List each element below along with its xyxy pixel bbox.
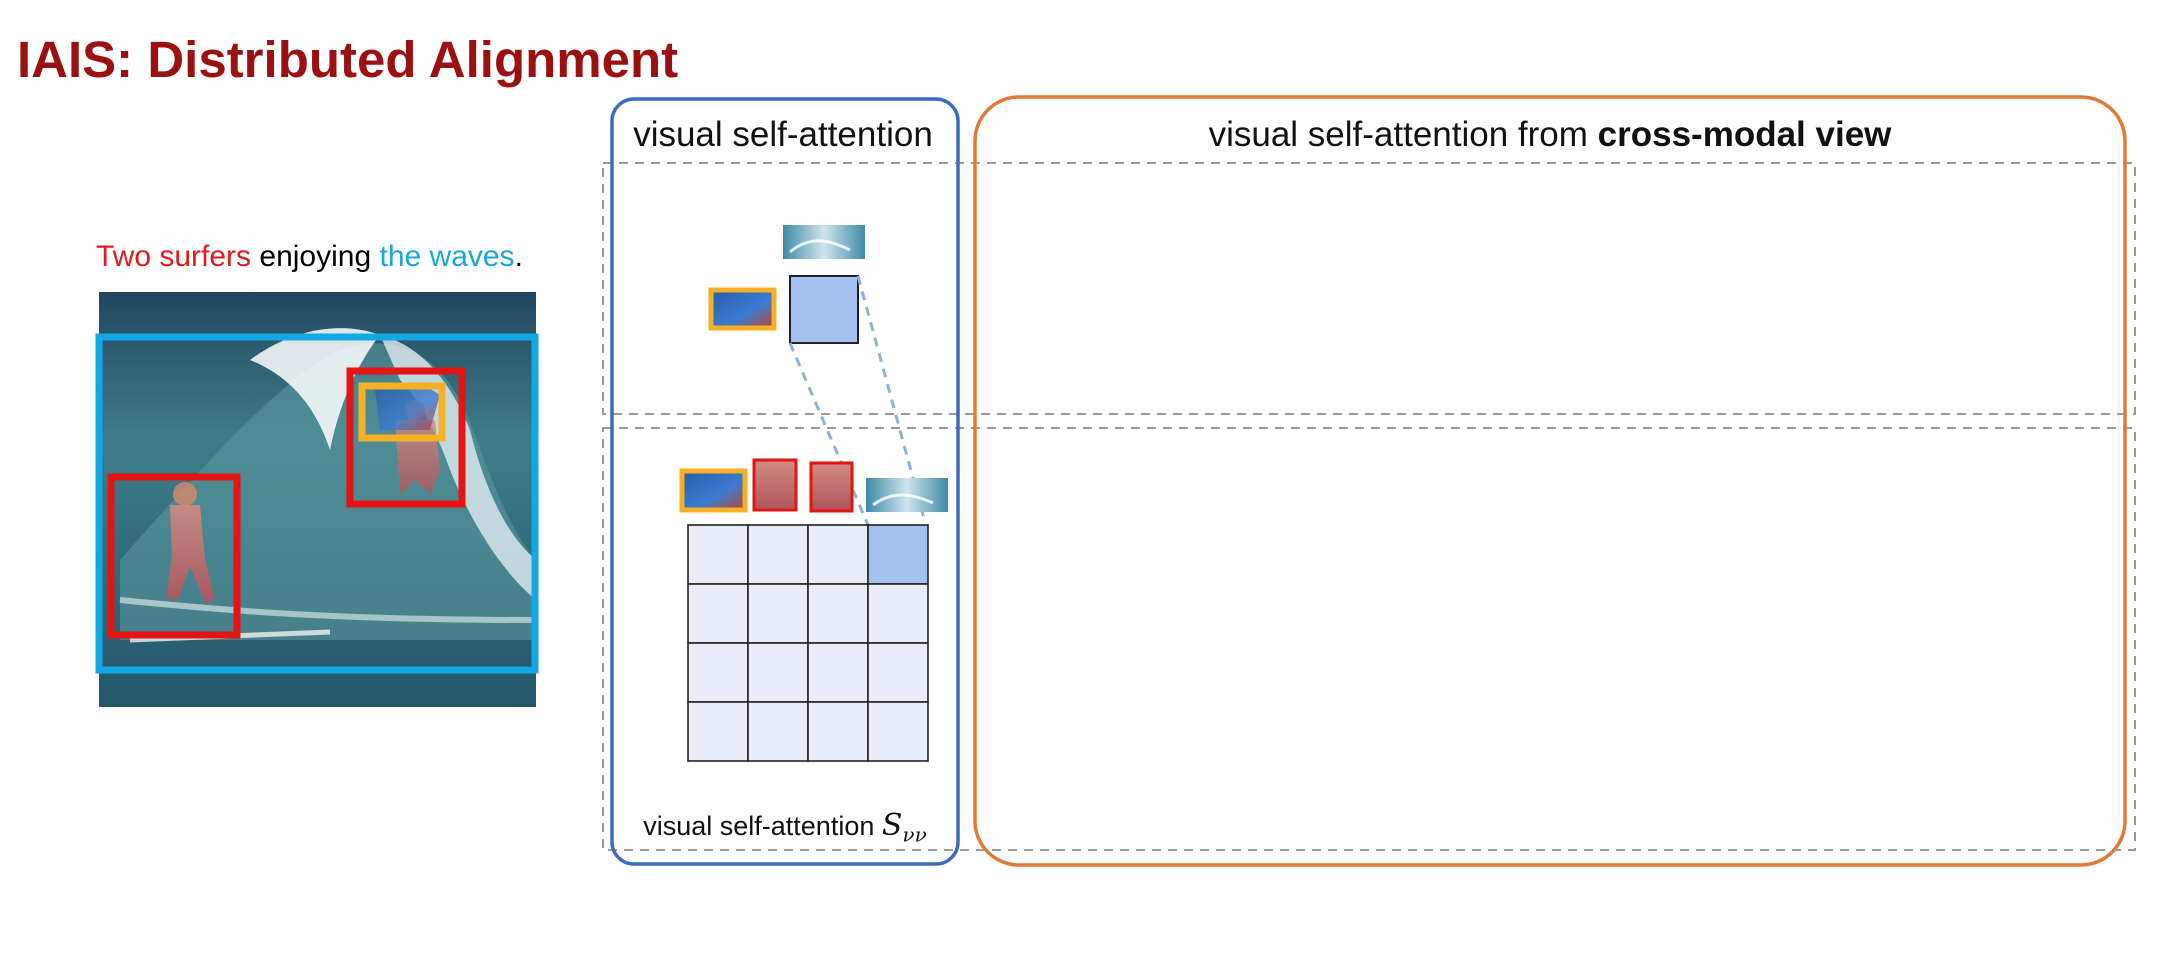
matrix-cell [687,642,749,703]
caption-phrase-enjoying: enjoying [251,240,380,273]
surfer-right-bounding-box [346,367,466,508]
query-row-guide [602,162,2136,415]
matrix-row-guide [602,427,2136,851]
matrix-subscript: νν [902,822,927,847]
image-caption: Two surfers enjoying the waves. [96,240,523,274]
matrix-cell [807,583,869,644]
thumb-head-col [679,468,748,513]
panel2-title-prefix: visual self-attention from [1208,115,1598,154]
matrix-label: visual self-attention Sνν [612,808,958,846]
query-attention-cell [789,275,859,344]
panel2-title-bold: cross-modal view [1597,115,1892,154]
matrix-cell [747,701,809,762]
caption-phrase-surfers: Two surfers [96,240,252,273]
thumb-head-top [708,287,777,331]
thumb-surfer1-col [752,458,798,512]
matrix-cell [687,701,749,762]
visual-self-attention-panel [610,97,960,866]
cross-modal-view-panel [973,95,2127,867]
matrix-label-text: visual self-attention [643,811,882,841]
thumb-waves-col [866,478,948,512]
matrix-cell [867,701,929,762]
matrix-cell-highlighted [867,524,929,585]
matrix-cell [867,642,929,703]
surfer-head-bounding-box [358,382,446,442]
matrix-symbol: S [881,808,903,843]
slide-title: IAIS: Distributed Alignment [17,31,679,88]
waves-bounding-box [95,333,539,674]
caption-phrase-waves: the waves [379,240,515,273]
surfer-left-bounding-box [107,473,241,639]
matrix-cell [747,524,809,585]
matrix-cell [747,583,809,644]
attention-matrix [687,524,929,762]
matrix-cell [807,642,869,703]
matrix-cell [807,701,869,762]
panel2-title: visual self-attention from cross-modal v… [975,115,2125,155]
panel1-title: visual self-attention [633,115,933,154]
matrix-cell [807,524,869,585]
thumb-surfer2-col [809,461,854,513]
matrix-cell [687,583,749,644]
caption-period: . [514,240,523,273]
matrix-cell [687,524,749,585]
matrix-cell [867,583,929,644]
surf-photo [99,292,537,707]
matrix-cell [747,642,809,703]
thumb-waves-top [783,225,865,259]
connector-line-left [788,342,870,526]
